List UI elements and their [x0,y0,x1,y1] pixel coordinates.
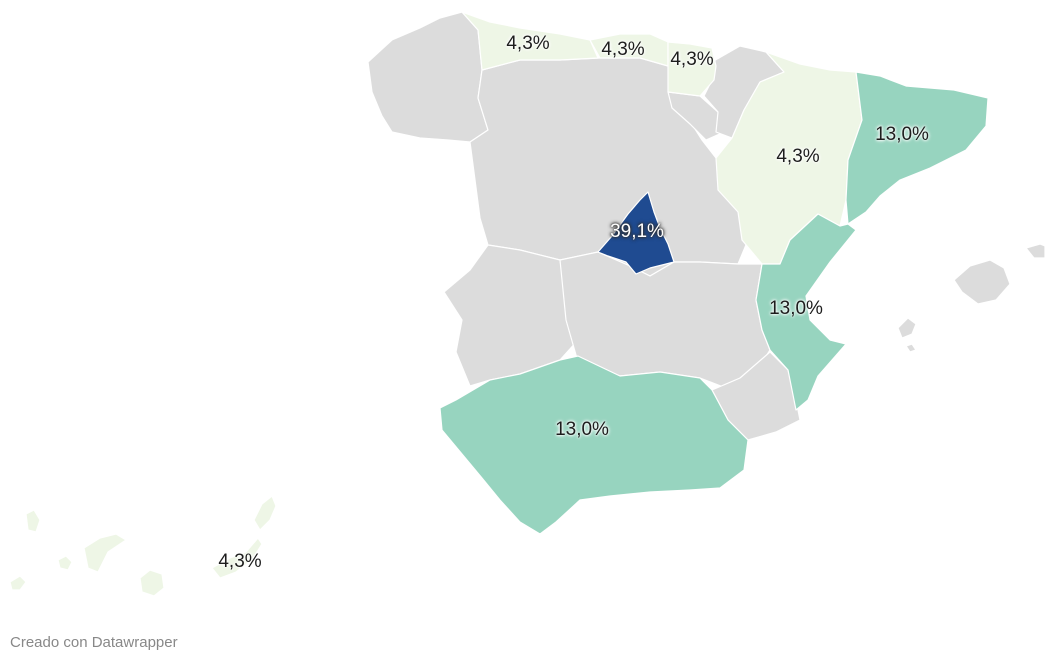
datawrapper-credit: Creado con Datawrapper [10,634,178,651]
region-canarias-tenerife[interactable] [83,533,127,573]
region-asturias[interactable] [461,11,599,71]
region-canarias-fuerteventura[interactable] [211,537,263,579]
region-baleares-mallorca[interactable] [953,259,1011,305]
region-pais-vasco[interactable] [667,41,717,97]
region-galicia[interactable] [367,11,489,143]
region-canarias-lanzarote[interactable] [253,495,277,531]
region-canarias-la-palma[interactable] [25,509,41,533]
region-baleares-ibiza[interactable] [897,317,917,339]
region-madrid[interactable] [597,191,675,275]
region-canarias-gran-canaria[interactable] [139,569,165,597]
region-baleares-formentera[interactable] [905,343,917,353]
region-canarias-el-hierro[interactable] [9,575,27,591]
region-catalunya[interactable] [845,71,989,225]
region-baleares-menorca[interactable] [1025,243,1045,259]
region-canarias-la-gomera[interactable] [57,555,73,571]
region-andalucia[interactable] [439,355,749,535]
region-la-rioja[interactable] [667,91,725,141]
region-valencia[interactable] [755,213,857,411]
